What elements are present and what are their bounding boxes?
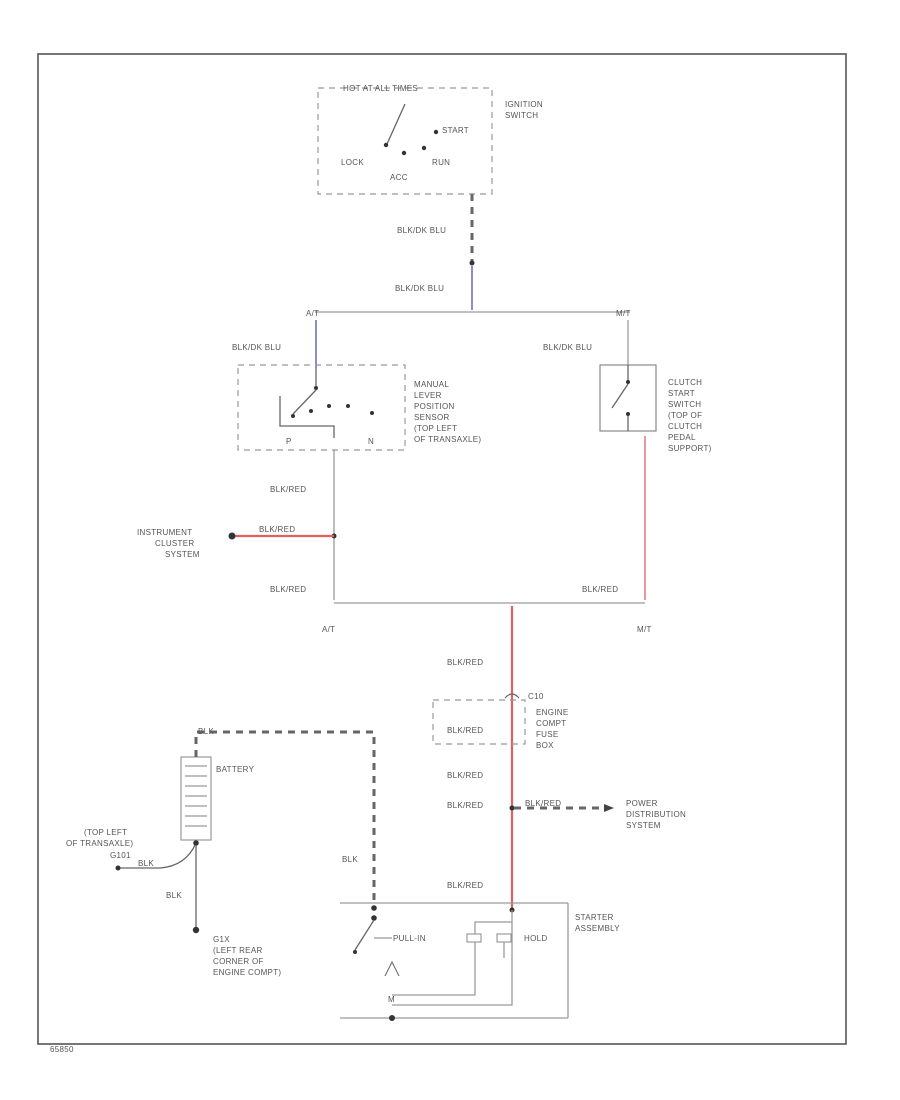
starter-hold: HOLD	[524, 934, 547, 943]
label-blk-red-1: BLK/RED	[270, 485, 306, 494]
ground1-line-2: OF TRANSAXLE)	[66, 839, 133, 848]
label-blk-red-5: BLK/RED	[447, 771, 483, 780]
label-blk-4: BLK	[166, 891, 182, 900]
lever-sensor-name-5: (TOP LEFT	[414, 424, 457, 433]
lever-sensor-name-4: SENSOR	[414, 413, 450, 422]
power-distribution-1: POWER	[626, 799, 658, 808]
clutch-switch-name-1: CLUTCH	[668, 378, 702, 387]
ignition-pos-acc: ACC	[390, 173, 408, 182]
wire-battery-positive	[194, 730, 376, 908]
ignition-pos-run: RUN	[432, 158, 450, 167]
lever-sensor-name-1: MANUAL	[414, 380, 449, 389]
label-blk-dk-blu-2: BLK/DK BLU	[395, 284, 444, 293]
ground2-line-1: G1X	[213, 935, 230, 944]
instrument-cluster-2: CLUSTER	[155, 539, 194, 548]
engine-compt-fuse-box: C10 BLK/RED ENGINE COMPT FUSE BOX	[432, 692, 568, 750]
label-mt-bottom: M/T	[637, 625, 652, 634]
fuse-box-name-2: COMPT	[536, 719, 566, 728]
instrument-cluster-1: INSTRUMENT	[137, 528, 192, 537]
ignition-switch: HOT AT ALL TIMES IGNITION SWITCH LOCK AC…	[317, 84, 543, 195]
starter-name-2: ASSEMBLY	[575, 924, 620, 933]
label-blk-red-4: BLK/RED	[447, 658, 483, 667]
clutch-switch-name-2: START	[668, 389, 695, 398]
label-blk-dk-blu-1: BLK/DK BLU	[397, 226, 446, 235]
label-blk-red-fuse: BLK/RED	[447, 726, 483, 735]
ignition-pos-start: START	[442, 126, 469, 135]
ground1-line-3: G101	[110, 851, 131, 860]
battery-label: BATTERY	[216, 765, 255, 774]
figure-id: 65850	[50, 1045, 74, 1054]
fuse-box-name-3: FUSE	[536, 730, 559, 739]
fuse-id: C10	[528, 692, 544, 701]
clutch-switch-name-6: PEDAL	[668, 433, 696, 442]
starter-pull-in: PULL-IN	[393, 934, 426, 943]
label-blk-red-8: BLK/RED	[447, 881, 483, 890]
ground1-line-1: (TOP LEFT	[84, 828, 127, 837]
label-at-bottom: A/T	[322, 625, 335, 634]
label-blk-1: BLK	[198, 727, 214, 736]
label-at-top: A/T	[306, 309, 319, 318]
clutch-start-switch: CLUTCH START SWITCH (TOP OF CLUTCH PEDAL…	[599, 364, 712, 453]
label-mt-top: M/T	[616, 309, 631, 318]
ground2-line-2: (LEFT REAR	[213, 946, 263, 955]
clutch-switch-name-5: CLUTCH	[668, 422, 702, 431]
lever-pos-n: N	[368, 437, 374, 446]
lever-sensor-name-2: LEVER	[414, 391, 442, 400]
ignition-switch-name-1: IGNITION	[505, 100, 543, 109]
lever-pos-p: P	[286, 437, 292, 446]
label-blk-red-6: BLK/RED	[447, 801, 483, 810]
ground2-line-4: ENGINE COMPT)	[213, 968, 281, 977]
clutch-switch-name-7: SUPPORT)	[668, 444, 712, 453]
starter-motor: M	[388, 995, 395, 1004]
ground2-line-3: CORNER OF	[213, 957, 264, 966]
power-distribution-3: SYSTEM	[626, 821, 661, 830]
instrument-cluster-3: SYSTEM	[165, 550, 200, 559]
starter-name-1: STARTER	[575, 913, 614, 922]
clutch-switch-name-3: SWITCH	[668, 400, 701, 409]
diagram-frame	[37, 53, 847, 1045]
power-distribution-2: DISTRIBUTION	[626, 810, 686, 819]
label-blk-dk-blu-at: BLK/DK BLU	[232, 343, 281, 352]
ignition-pos-lock: LOCK	[341, 158, 364, 167]
clutch-switch-name-4: (TOP OF	[668, 411, 702, 420]
wire-ground-g101	[118, 842, 197, 869]
fuse-box-name-1: ENGINE	[536, 708, 568, 717]
lever-sensor-name-6: OF TRANSAXLE)	[414, 435, 481, 444]
label-blk-red-7: BLK/RED	[525, 799, 561, 808]
manual-lever-position-sensor: P N MANUAL LEVER POSITION SENSOR (TOP LE…	[237, 364, 481, 451]
label-blk-red-3: BLK/RED	[270, 585, 306, 594]
label-blk-red-2: BLK/RED	[259, 525, 295, 534]
label-blk-dk-blu-mt: BLK/DK BLU	[543, 343, 592, 352]
battery: BATTERY	[180, 756, 255, 841]
ignition-switch-name-2: SWITCH	[505, 111, 538, 120]
label-blk-3: BLK	[138, 859, 154, 868]
hot-at-all-times-label: HOT AT ALL TIMES	[343, 84, 418, 93]
label-blk-red-mt: BLK/RED	[582, 585, 618, 594]
fuse-box-name-4: BOX	[536, 741, 554, 750]
starter-assembly: STARTER ASSEMBLY PULL-IN HOLD M	[340, 902, 620, 1021]
label-blk-2: BLK	[342, 855, 358, 864]
lever-sensor-name-3: POSITION	[414, 402, 455, 411]
